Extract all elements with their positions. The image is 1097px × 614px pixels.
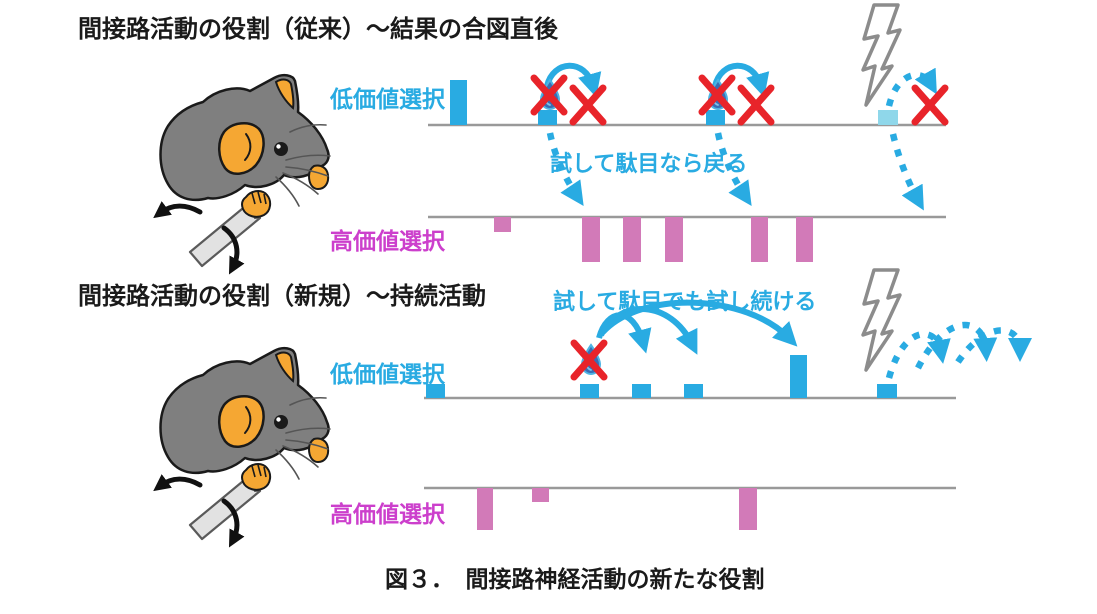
activity-bar (796, 217, 813, 262)
figure-caption: 図３． 間接路神経活動の新たな役割 (385, 566, 765, 592)
activity-bar (878, 110, 898, 125)
dashed-arrow-icon (885, 331, 951, 379)
dashed-arrow-icon (546, 132, 584, 206)
activity-bar (582, 217, 600, 262)
panel1-high-value-label: 高価値選択 (330, 228, 445, 254)
curved-arrow-icon (544, 62, 602, 98)
activity-bar (684, 384, 703, 398)
activity-bar (877, 384, 897, 398)
activity-bar (532, 488, 549, 502)
activity-bar (739, 488, 757, 530)
activity-bar (426, 384, 445, 398)
panel1-dashed-arrows (546, 67, 937, 211)
activity-bar (494, 217, 511, 232)
panel1-annotation: 試して駄目なら戻る (550, 151, 748, 176)
activity-bar (580, 384, 599, 398)
panel1-high-value-row (428, 215, 946, 262)
lightning-bolt-icon (861, 268, 902, 372)
activity-bar (623, 217, 641, 262)
panel1-low-value-label: 低価値選択 (330, 86, 445, 112)
panel2-title: 間接路活動の役割（新規）〜持続活動 (78, 283, 486, 310)
dashed-arrow-icon (955, 327, 1032, 364)
dashed-arrow-icon (885, 67, 937, 107)
x-mark-icon (573, 88, 603, 122)
activity-bar (538, 110, 557, 125)
activity-bar (706, 110, 725, 125)
activity-bar (632, 384, 651, 398)
panel2-dashed-arrows (885, 322, 1032, 379)
mouse-lever-illustration (160, 75, 330, 267)
panel1-low-value-row (428, 80, 946, 127)
panel2-solid-arrows (596, 299, 798, 355)
activity-bar (790, 355, 807, 398)
dashed-arrow-icon (714, 132, 752, 206)
activity-bar (751, 217, 768, 262)
panel2-low-value-label: 低価値選択 (330, 361, 445, 387)
curved-arrow-icon (600, 299, 798, 347)
panel2-high-value-label: 高価値選択 (330, 501, 445, 527)
x-mark-icon (915, 88, 945, 122)
panel1-solid-arrows (544, 62, 770, 98)
dashed-arrow-icon (915, 322, 998, 370)
mouse-lever-illustration (160, 348, 330, 540)
x-mark-icon (741, 88, 771, 122)
panel2-annotation: 試して駄目でも試し続ける (553, 289, 817, 314)
activity-bar (665, 217, 683, 262)
panel1-title: 間接路活動の役割（従来）〜結果の合図直後 (78, 16, 558, 43)
dashed-arrow-icon (889, 133, 924, 211)
curved-arrow-icon (712, 62, 770, 98)
panel2-low-value-row (424, 355, 956, 400)
panel2-high-value-row (424, 486, 956, 530)
activity-bar (477, 488, 493, 530)
activity-bar (450, 80, 467, 125)
